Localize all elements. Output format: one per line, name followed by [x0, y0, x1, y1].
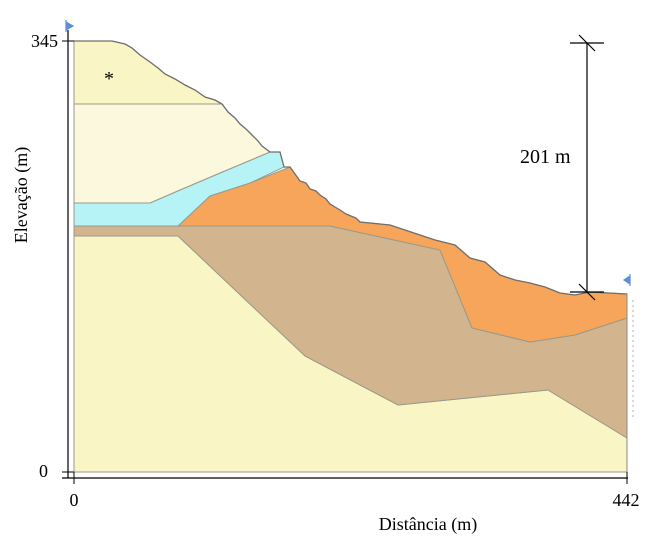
ground-surface-line: [74, 40, 628, 296]
height-annotation: 201 m: [520, 146, 571, 168]
y-axis-label: Elevação (m): [11, 147, 32, 243]
x-tick-left-label: 0: [70, 490, 79, 510]
x-tick-right-label: 442: [613, 490, 640, 510]
x-axis-label: Distância (m): [379, 514, 477, 535]
right-boundary-marker-icon: [622, 274, 631, 286]
height-dimension-bottom-slash: [578, 283, 596, 301]
y-tick-top-label: 345: [31, 31, 58, 51]
layer-top-yellow: [73, 40, 224, 105]
y-tick-bottom-label: 0: [39, 461, 48, 481]
height-dimension-top-slash: [578, 34, 596, 52]
marker-symbol: *: [104, 68, 114, 90]
left-boundary-marker-icon: [65, 20, 75, 32]
